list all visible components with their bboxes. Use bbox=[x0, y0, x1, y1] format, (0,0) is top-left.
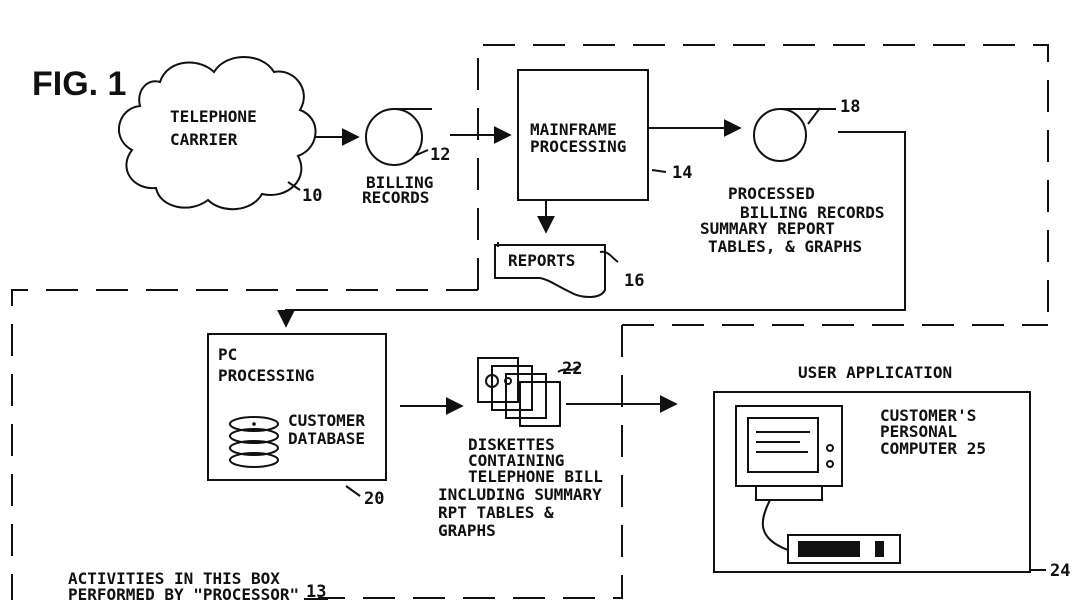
reports-label: REPORTS bbox=[508, 251, 575, 270]
carrier-label-line2: CARRIER bbox=[170, 130, 238, 149]
customer-pc-line3: COMPUTER 25 bbox=[880, 439, 986, 458]
diskettes-line6: GRAPHS bbox=[438, 521, 496, 540]
telephone-carrier-cloud: TELEPHONE CARRIER 10 bbox=[119, 57, 323, 209]
user-application-title: USER APPLICATION bbox=[798, 363, 952, 382]
diskettes-line5: RPT TABLES & bbox=[438, 503, 554, 522]
diskettes-line3: TELEPHONE BILL bbox=[468, 467, 603, 486]
reports-ref: 16 bbox=[624, 271, 644, 291]
figure-title: FIG. 1 bbox=[32, 65, 126, 103]
carrier-label-line1: TELEPHONE bbox=[170, 107, 257, 126]
reports-document: REPORTS 16 bbox=[495, 242, 644, 297]
database-stack-icon bbox=[230, 417, 278, 467]
billing-records-ref: 12 bbox=[430, 145, 450, 165]
database-line1: CUSTOMER bbox=[288, 411, 365, 430]
pc-processing-line2: PROCESSING bbox=[218, 366, 314, 385]
mainframe-processing-box: MAINFRAME PROCESSING 14 bbox=[518, 70, 692, 200]
processed-records-ref: 18 bbox=[840, 97, 860, 117]
processed-records-line3: SUMMARY REPORT bbox=[700, 219, 835, 238]
processed-records-reel: 18 PROCESSED BILLING RECORDS SUMMARY REP… bbox=[700, 97, 885, 256]
user-application-ref: 24 bbox=[1050, 561, 1070, 581]
pc-processing-line1: PC bbox=[218, 345, 237, 364]
database-line2: DATABASE bbox=[288, 429, 365, 448]
pc-processing-box: PC PROCESSING CUSTOMER DATABASE 20 bbox=[208, 334, 386, 509]
mainframe-ref: 14 bbox=[672, 163, 692, 183]
computer-icon bbox=[736, 406, 900, 563]
footer-line2: PERFORMED BY "PROCESSOR" bbox=[68, 585, 299, 600]
processed-records-line1: PROCESSED bbox=[728, 184, 815, 203]
processed-records-line4: TABLES, & GRAPHS bbox=[708, 237, 862, 256]
carrier-ref: 10 bbox=[302, 186, 322, 206]
user-application-box: CUSTOMER'S PERSONAL COMPUTER 25 24 bbox=[714, 392, 1070, 581]
diskettes-ref: 22 bbox=[562, 359, 582, 379]
pc-processing-ref: 20 bbox=[364, 489, 384, 509]
mainframe-line2: PROCESSING bbox=[530, 137, 626, 156]
diskettes-icon bbox=[478, 358, 560, 426]
footer-ref: 13 bbox=[306, 582, 326, 600]
billing-records-reel: 12 BILLING RECORDS bbox=[362, 109, 450, 207]
billing-records-line2: RECORDS bbox=[362, 188, 429, 207]
diskettes-line4: INCLUDING SUMMARY bbox=[438, 485, 602, 504]
